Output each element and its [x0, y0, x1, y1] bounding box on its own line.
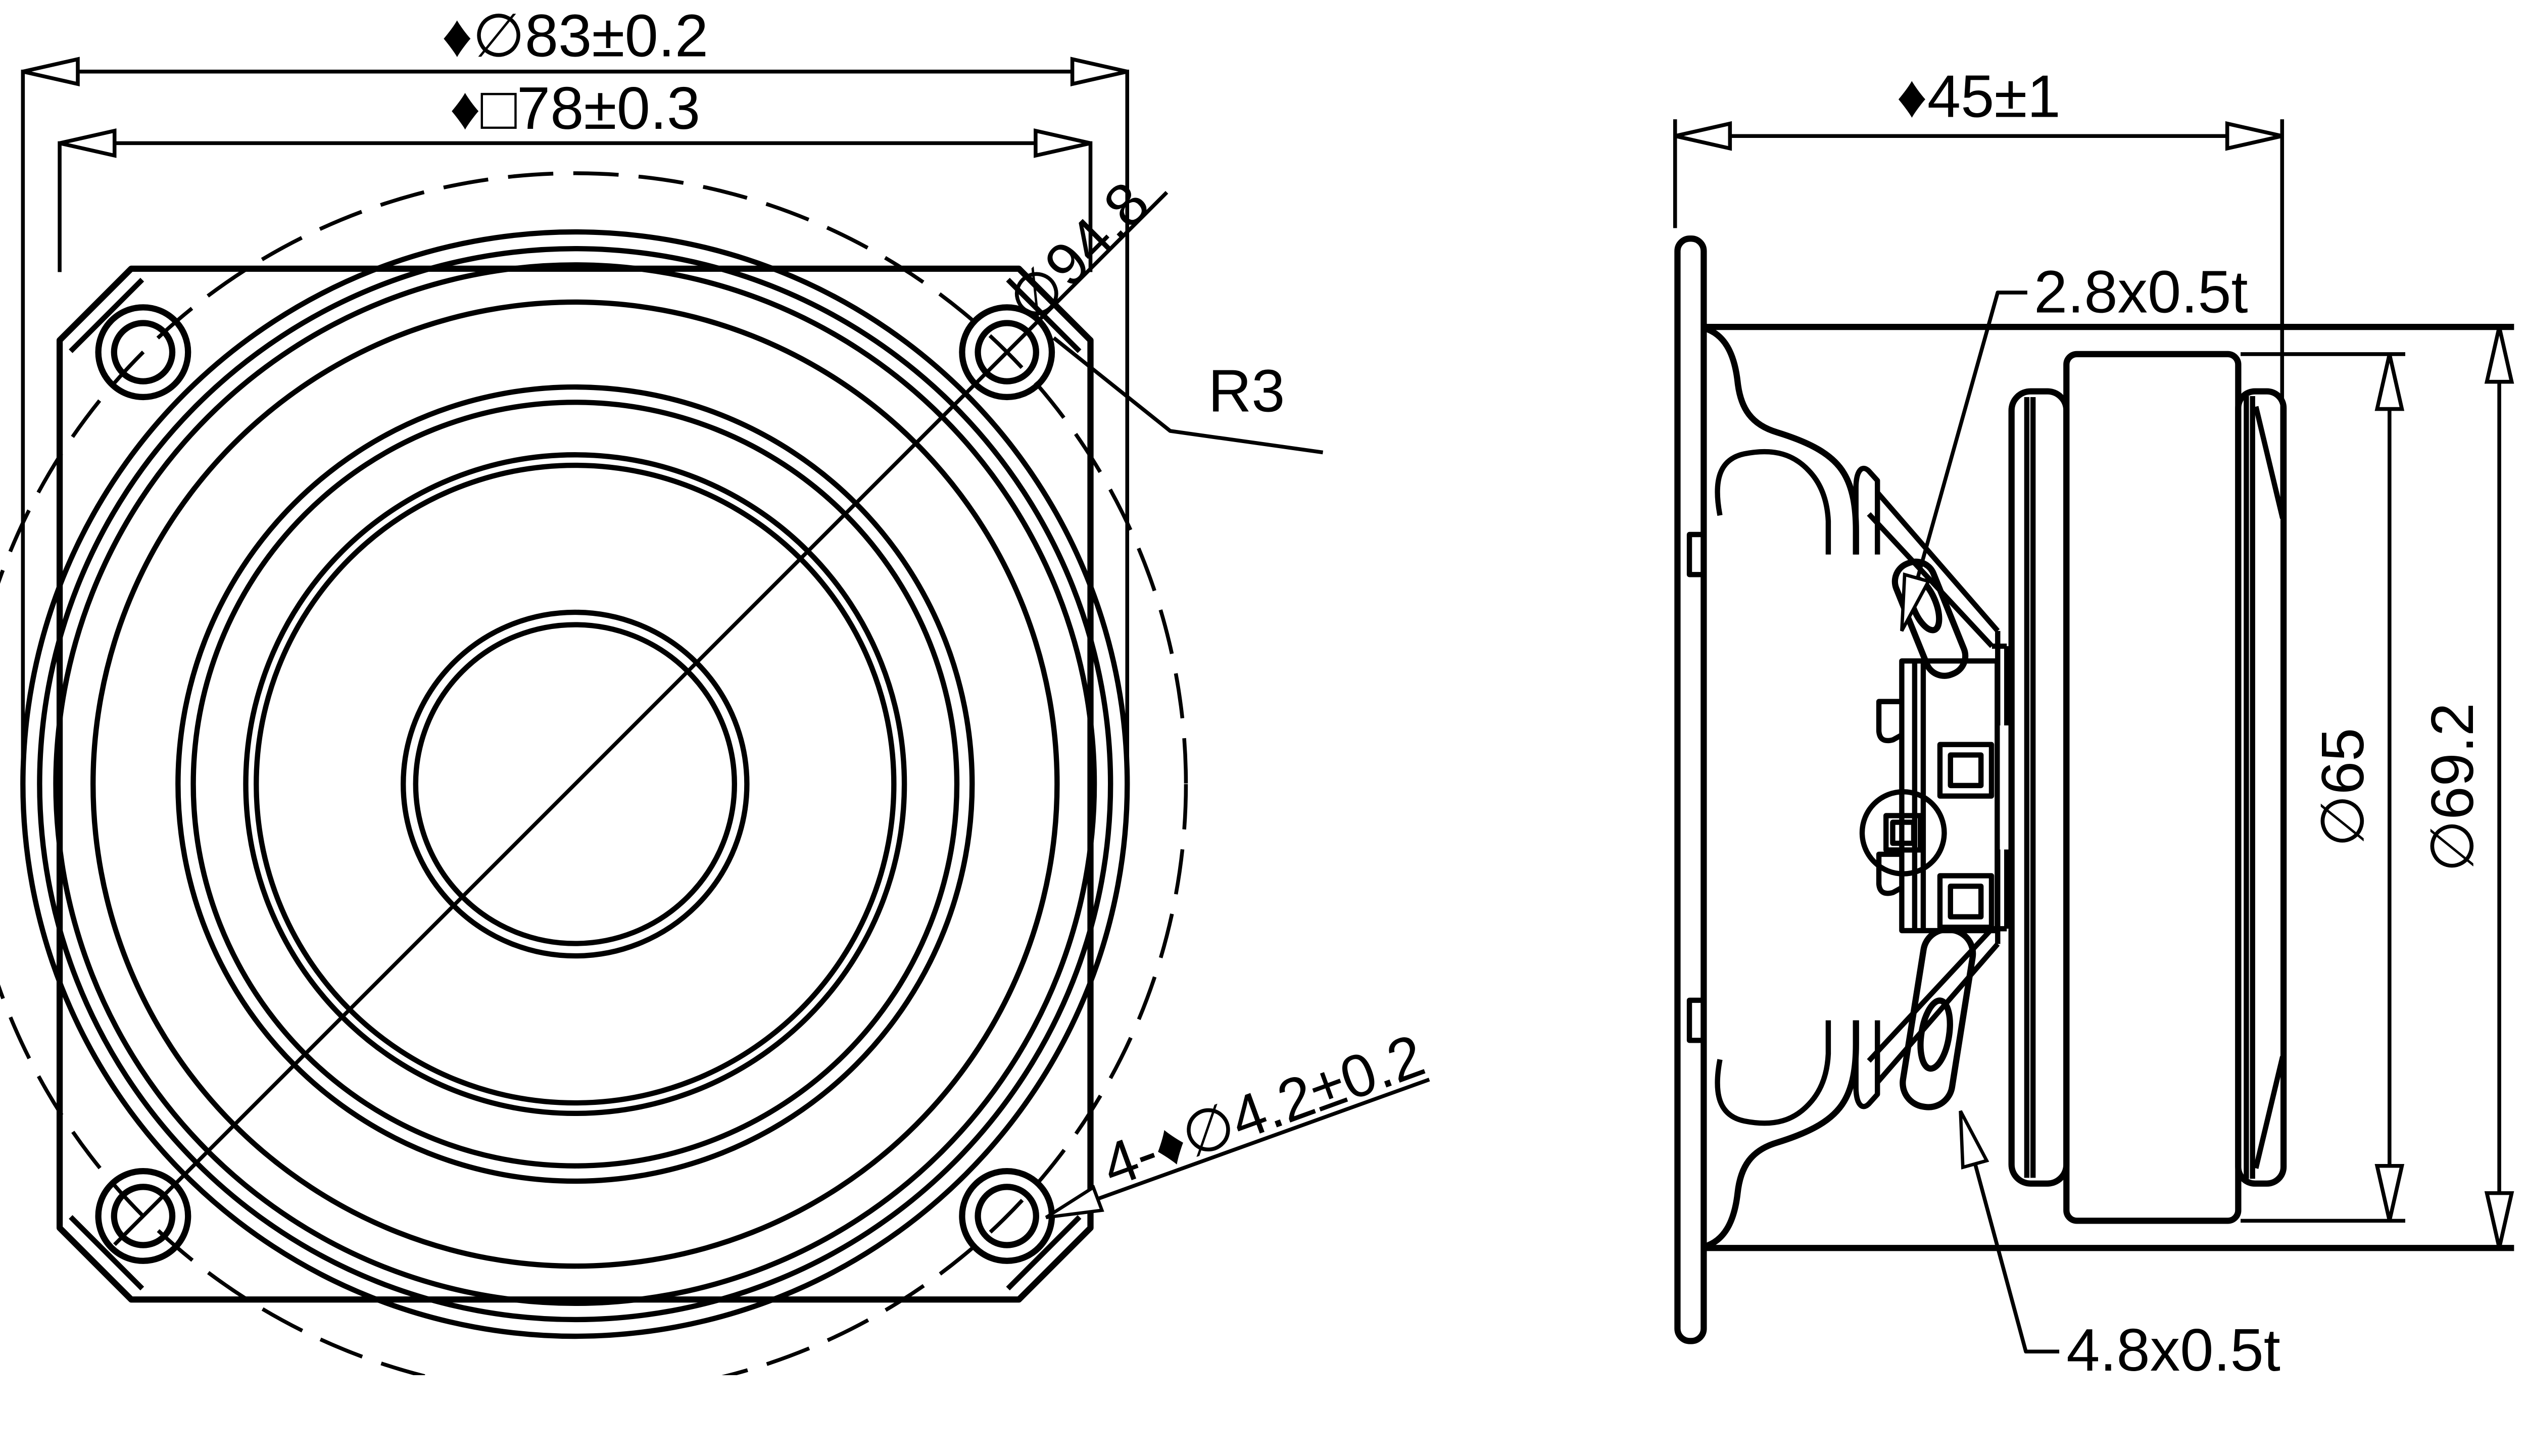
- side-view: ♦45±1 ∅65 ∅69.2 2.8x0.5t 4.8x0.5t: [1673, 63, 2514, 1375]
- mounting-hole-top-right: [959, 304, 1055, 401]
- back-plate-chamfer-bottom: [2253, 1056, 2286, 1169]
- back-plate: [2235, 388, 2287, 1187]
- frame-edge-circle: [37, 246, 1113, 1323]
- front-view: ♦∅83±0.2 ♦□78±0.3 ∅94.8 R3 4-♦∅4.2±0.2: [0, 2, 1433, 1376]
- leader-terminal-tab-large: 4.8x0.5t: [1959, 1110, 2280, 1375]
- cone-edge-inner-circle: [254, 462, 897, 1106]
- chamfer-inner-line-top-left: [69, 277, 144, 353]
- surround-outer-circle: [175, 384, 975, 1184]
- dim-flange-square: ♦□78±0.3: [58, 75, 1093, 272]
- dim-flange-outer-diameter: ♦∅83±0.2: [21, 2, 1130, 790]
- terminal-eyelet: [1859, 789, 1947, 877]
- mounting-hole-top-left: [95, 304, 191, 401]
- gasket-outer-circle: [53, 262, 1097, 1306]
- speaker-technical-drawing: ♦∅83±0.2 ♦□78±0.3 ∅94.8 R3 4-♦∅4.2±0.2: [0, 2, 2514, 1376]
- top-plate-inner-lines: [2024, 397, 2036, 1178]
- bolt-circle-dashed: [0, 171, 1188, 1376]
- terminal-hook-lower: [1876, 851, 1903, 896]
- basket-profile-bottom: [1705, 849, 2007, 1246]
- dim-overall-depth: ♦45±1: [1673, 63, 2285, 518]
- terminal-hook-upper: [1876, 699, 1903, 744]
- flange-notch-lower: [1686, 997, 1704, 1043]
- dim-text-terminal-tab-small: 2.8x0.5t: [2034, 259, 2248, 326]
- terminal-block-upper: [1937, 742, 1995, 799]
- gasket-inner-circle: [90, 299, 1060, 1269]
- back-plate-inner-lines: [2244, 396, 2255, 1179]
- chamfer-inner-line-bottom-left: [69, 1215, 144, 1291]
- leader-corner-radius: R3: [1052, 336, 1324, 455]
- flange-strip: [1674, 235, 1707, 1344]
- dust-cap-outer-circle: [401, 609, 750, 959]
- dim-magnet-diameter: ∅65: [2241, 352, 2405, 1223]
- dim-text-motor-diameter: ∅69.2: [2419, 703, 2486, 872]
- leader-mounting-holes: 4-♦∅4.2±0.2: [1045, 1022, 1433, 1220]
- bolt-circle-diagonal-line: [113, 191, 1169, 1246]
- top-plate: [2008, 388, 2070, 1187]
- cone-edge-outer-circle: [243, 452, 907, 1117]
- mounting-hole-bottom-left: [95, 1168, 191, 1264]
- leader-terminal-tab-small: 2.8x0.5t: [1900, 259, 2248, 632]
- dim-text-bolt-circle: ∅94.8: [995, 169, 1162, 336]
- dust-cap-inner-circle: [413, 622, 738, 946]
- flange-notch-upper: [1686, 531, 1704, 577]
- dim-text-corner-radius: R3: [1208, 357, 1285, 424]
- dim-text-flange-diameter: ♦∅83±0.2: [442, 2, 709, 69]
- chamfer-inner-line-bottom-right: [1006, 1215, 1082, 1291]
- back-plate-chamfer-top: [2253, 406, 2286, 519]
- dim-motor-diameter: ∅69.2: [2419, 326, 2514, 1249]
- drawing-sheet: ♦∅83±0.2 ♦□78±0.3 ∅94.8 R3 4-♦∅4.2±0.2: [0, 2, 2514, 1376]
- terminal-tab-large: [1900, 926, 1976, 1110]
- dim-text-magnet-diameter: ∅65: [2309, 728, 2376, 847]
- dim-text-mounting-holes: 4-♦∅4.2±0.2: [1093, 1022, 1433, 1200]
- magnet: [2063, 351, 2242, 1224]
- dim-text-overall-depth: ♦45±1: [1897, 63, 2061, 130]
- surround-inner-circle: [190, 400, 960, 1169]
- dim-text-terminal-tab-large: 4.8x0.5t: [2066, 1317, 2280, 1375]
- dim-text-flange-square: ♦□78±0.3: [450, 75, 700, 142]
- terminal-block-lower: [1937, 873, 1995, 930]
- terminal-assembly: [1859, 558, 2000, 1110]
